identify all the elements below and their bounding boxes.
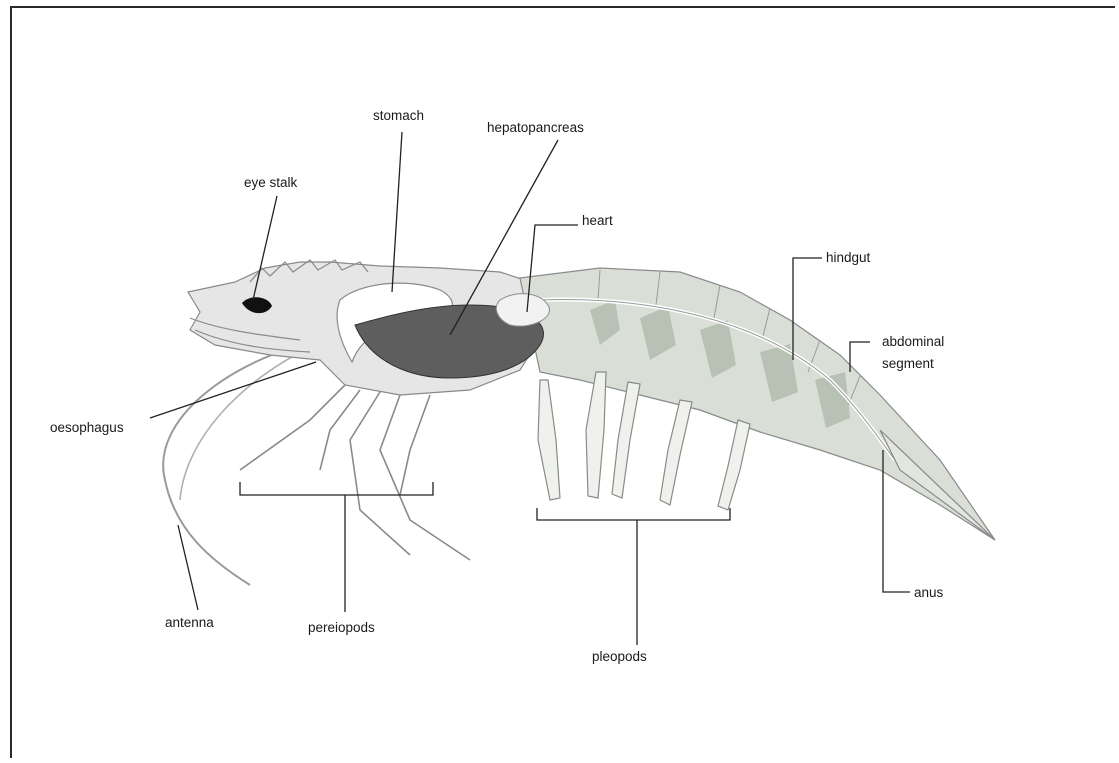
label-hindgut: hindgut [826, 250, 871, 265]
label-anus: anus [914, 585, 944, 600]
label-abdominal-segment-line1: abdominal [882, 334, 944, 349]
pereiopod-legs [240, 385, 470, 560]
antenna-flagellum [163, 340, 320, 585]
label-hepatopancreas: hepatopancreas [487, 120, 584, 135]
label-eye-stalk: eye stalk [244, 175, 298, 190]
label-oesophagus: oesophagus [50, 420, 124, 435]
label-antenna: antenna [165, 615, 214, 630]
label-pereiopods: pereiopods [308, 620, 375, 635]
telson [880, 430, 995, 540]
label-pleopods: pleopods [592, 649, 647, 664]
shrimp-illustration [163, 260, 995, 585]
label-stomach: stomach [373, 108, 424, 123]
label-abdominal-segment-line2: segment [882, 356, 934, 371]
antenna-flagellum-2 [180, 345, 315, 500]
label-heart: heart [582, 213, 613, 228]
